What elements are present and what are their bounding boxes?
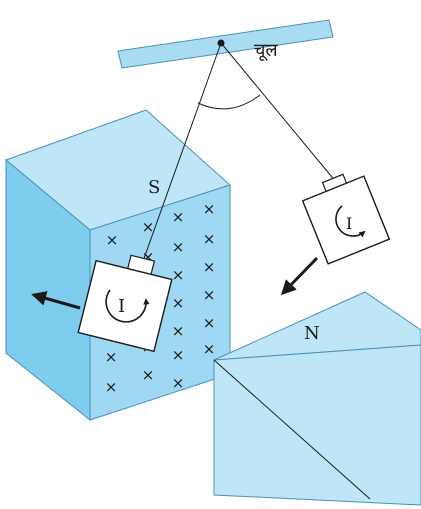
current-direction-icon xyxy=(105,289,150,323)
field-cross-icon: × xyxy=(172,208,185,226)
suspension-threads xyxy=(141,42,337,265)
coil-right: I xyxy=(301,173,391,265)
pole-south-label: S xyxy=(148,177,160,198)
field-cross-icon: × xyxy=(203,286,216,304)
ceiling-support: चूल xyxy=(117,19,334,69)
thread-left xyxy=(141,42,222,265)
magnet-south-block: S xyxy=(5,109,231,422)
thread-right xyxy=(220,42,337,183)
field-cross-icon: × xyxy=(105,348,118,366)
angle-arc xyxy=(197,94,261,110)
field-cross-icon: × xyxy=(203,314,216,332)
field-cross-icon: × xyxy=(203,230,216,248)
coil-left: I xyxy=(77,254,173,353)
field-cross-icon: × xyxy=(106,231,119,249)
field-cross-icon: × xyxy=(105,378,118,396)
support-bar xyxy=(117,19,334,69)
field-cross-icon: × xyxy=(142,366,155,384)
field-cross-icon: × xyxy=(172,374,185,392)
field-cross-icon: × xyxy=(172,322,185,340)
field-cross-icon: × xyxy=(203,258,216,276)
force-arrow-left-icon xyxy=(31,291,81,310)
field-cross-icon: × xyxy=(172,346,185,364)
magnet-north-block: N xyxy=(213,291,421,506)
coil-left-face xyxy=(77,259,173,353)
coil-right-face xyxy=(301,175,391,265)
field-cross-icon: × xyxy=(172,294,185,312)
pole-north-label: N xyxy=(304,323,320,344)
hanger-label: चूल xyxy=(254,40,278,61)
field-cross-icon: × xyxy=(203,340,216,358)
field-cross-icon: × xyxy=(142,218,155,236)
current-direction-icon xyxy=(335,205,366,238)
coil-left-current-label: I xyxy=(118,296,125,317)
force-arrow-right-icon xyxy=(280,256,319,296)
field-cross-icon: × xyxy=(172,238,185,256)
field-cross-icon: × xyxy=(172,266,185,284)
field-cross-icon: × xyxy=(203,200,216,218)
magnet-north-front-face xyxy=(213,344,421,506)
magnet-north-diagonal-edge xyxy=(213,359,371,500)
coil-right-current-label: I xyxy=(346,214,352,233)
